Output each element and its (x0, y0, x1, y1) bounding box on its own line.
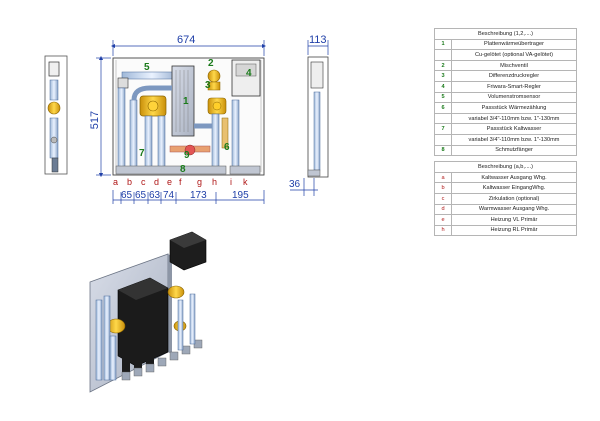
bottom-dimension-1: 65 (121, 190, 133, 201)
component-number-7: 7 (139, 148, 145, 159)
connection-letter-a: a (113, 177, 118, 187)
offset-dimension: 36 (289, 179, 301, 190)
connection-letter-e: e (167, 177, 172, 187)
bottom-dimension-6: 195 (232, 190, 249, 201)
connection-letter-g: g (197, 177, 202, 187)
isometric-render (89, 231, 207, 393)
component-number-5: 5 (144, 62, 150, 73)
bottom-dimension-4: 74 (163, 190, 175, 201)
component-number-9: 9 (184, 150, 190, 161)
front-dimensions (96, 40, 267, 204)
connection-letter-h: h (212, 177, 217, 187)
component-number-1: 1 (183, 96, 189, 107)
connection-letter-c: c (141, 177, 146, 187)
bottom-dimension-5: 173 (190, 190, 207, 201)
component-number-6: 6 (224, 142, 230, 153)
connection-letter-b: b (127, 177, 132, 187)
right-side-view (307, 56, 329, 178)
connection-letters: a b c d e f g h i k (113, 177, 248, 187)
width-dimension: 674 (177, 34, 195, 46)
connection-letter-f: f (179, 177, 182, 187)
component-number-3: 3 (205, 80, 211, 91)
legend-row: Cu-gelötet (optional VA-gelötet) (434, 49, 577, 61)
depth-dimension: 113 (309, 34, 327, 46)
bottom-dimension-3: 63 (149, 190, 161, 201)
bottom-dimension-2: 65 (135, 190, 147, 201)
legend-row: variabel 3/4"-110mm bzw. 1"-130mm (434, 112, 577, 125)
component-number-8: 8 (180, 164, 186, 175)
side-dimensions (290, 40, 329, 196)
component-number-4: 4 (246, 68, 252, 79)
legend-connections-header: Beschreibung (a,b,....) (434, 161, 577, 173)
connection-letter-i: i (230, 177, 232, 187)
component-number-2: 2 (208, 58, 214, 69)
height-dimension: 517 (89, 111, 101, 129)
connection-letter-k: k (243, 177, 248, 187)
legend-components-header: Beschreibung (1,2,....) (434, 28, 577, 40)
component-numbers: 5 2 4 1 3 7 6 9 8 (139, 58, 252, 175)
left-side-view (44, 55, 68, 175)
legend-row: variabel 3/4"-110mm bzw. 1"-130mm (434, 133, 577, 146)
connection-letter-d: d (154, 177, 159, 187)
front-view (112, 57, 265, 176)
